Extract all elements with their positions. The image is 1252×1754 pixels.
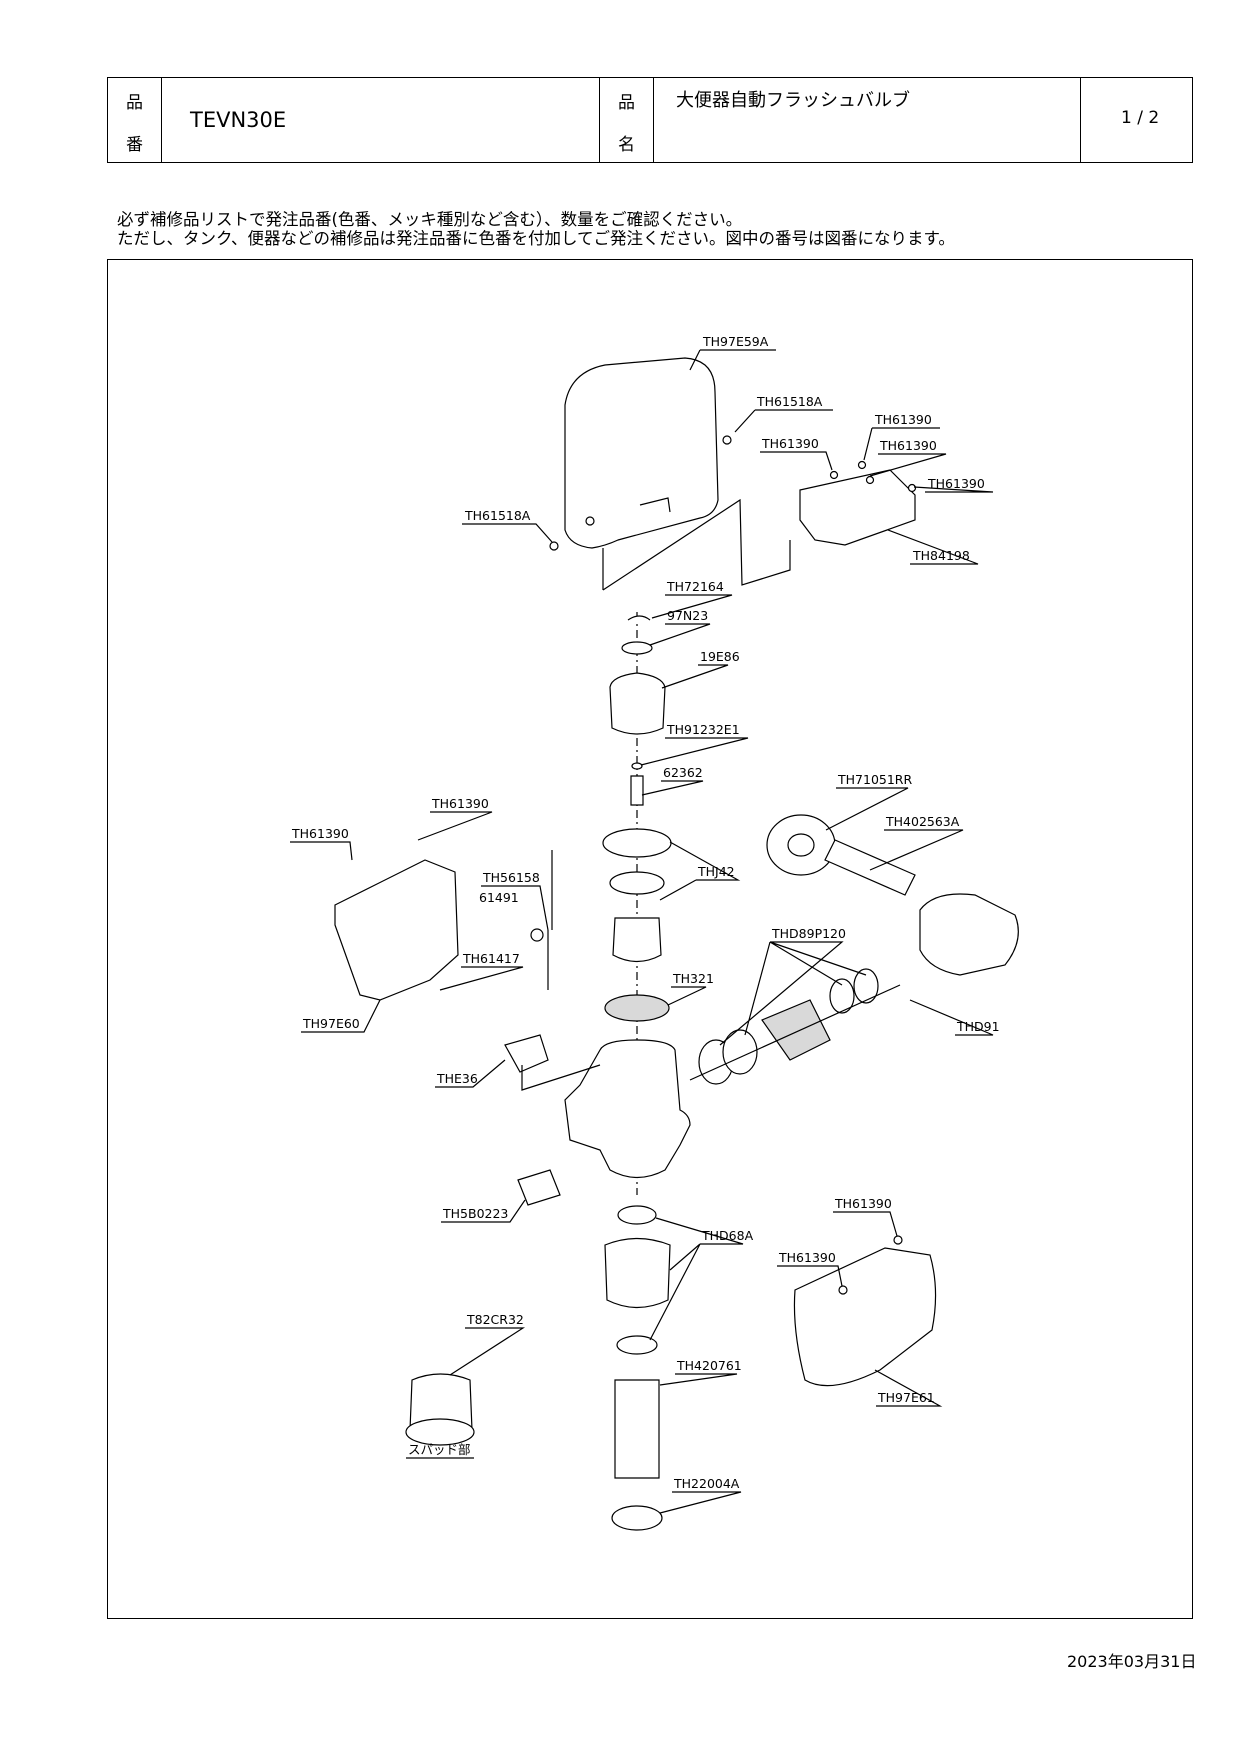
small-oring (631, 762, 643, 770)
hinmei-label-top: 品 (618, 93, 635, 113)
large-oring (602, 828, 672, 858)
union-connector (761, 999, 831, 1061)
stop-valve (919, 893, 1019, 976)
label-thd91: THD91 (956, 1019, 1000, 1034)
label-th402563a: TH402563A (885, 814, 960, 829)
label-61491: 61491 (479, 890, 519, 905)
label-th420761: TH420761 (676, 1358, 742, 1373)
side-cover-right (793, 1247, 937, 1387)
label-62362: 62362 (663, 765, 703, 780)
screw-icon (893, 1235, 903, 1245)
diaphragm-piston (609, 672, 666, 735)
product-name-cell: 大便器自動フラッシュバルブ (654, 78, 1081, 162)
label-thd89p120: THD89P120 (771, 926, 846, 941)
oring-right-3 (829, 978, 855, 1014)
label-th61390-c: TH61390 (879, 438, 937, 453)
note-line-2: ただし、タンク、便器などの補修品は発注品番に色番を付加してご発注ください。図中の… (117, 229, 955, 248)
hinban-label-cell: 品 番 (108, 78, 162, 162)
label-t82cr32: T82CR32 (466, 1312, 524, 1327)
label-th61518a-top: TH61518A (756, 394, 823, 409)
page-number: 1 / 2 (1121, 108, 1160, 128)
label-th97e61: TH97E61 (877, 1390, 935, 1405)
side-cover-left (334, 859, 459, 1001)
spud-flange (405, 1418, 475, 1446)
hinban-label-bottom: 番 (126, 135, 143, 155)
label-th61390-d: TH61390 (927, 476, 985, 491)
issue-date: 2023年03月31日 (1067, 1652, 1197, 1671)
label-th71051rr: TH71051RR (837, 772, 912, 787)
screw-icon (857, 460, 867, 470)
product-name: 大便器自動フラッシュバルブ (676, 90, 910, 111)
note-line-1: 必ず補修品リストで発注品番(色番、メッキ種別など含む）、数量をご確認ください。 (117, 210, 743, 229)
notes: 必ず補修品リストで発注品番(色番、メッキ種別など含む）、数量をご確認ください。 … (117, 210, 955, 248)
oring-lower (617, 1205, 657, 1225)
label-the36: THE36 (436, 1071, 478, 1086)
escutcheon-hole (787, 833, 815, 857)
page-cell: 1 / 2 (1081, 78, 1194, 162)
title-block: 品 番 TEVN30E 品 名 大便器自動フラッシュバルブ 1 / 2 (107, 77, 1193, 163)
label-th5b0223: TH5B0223 (442, 1206, 508, 1221)
hinban-label-top: 品 (126, 93, 143, 113)
label-th321: TH321 (672, 971, 714, 986)
label-th22004a: TH22004A (673, 1476, 740, 1491)
connector (530, 928, 544, 942)
part-number: TEVN30E (190, 108, 287, 132)
label-th61390-b: TH61390 (874, 412, 932, 427)
label-th61390-h: TH61390 (778, 1250, 836, 1265)
label-thj42: THJ42 (697, 864, 735, 879)
label-th61390-a: TH61390 (761, 436, 819, 451)
label-th84198: TH84198 (912, 548, 970, 563)
screw-icon (722, 435, 732, 445)
label-19e86: 19E86 (700, 649, 740, 664)
screw-icon (585, 516, 595, 526)
label-spud: スパッド部 (408, 1442, 471, 1457)
top-cover (564, 357, 719, 549)
label-th61390-e: TH61390 (431, 796, 489, 811)
hinmei-label-cell: 品 名 (600, 78, 654, 162)
screw-icon (907, 483, 917, 493)
washer (621, 641, 653, 655)
bracket-plate (799, 469, 916, 546)
screw-icon (865, 475, 875, 485)
label-th61390-g: TH61390 (834, 1196, 892, 1211)
part-number-cell: TEVN30E (162, 78, 600, 162)
label-thd68a: THD68A (701, 1228, 754, 1243)
screw-icon (838, 1285, 848, 1295)
oring (609, 871, 665, 895)
label-th72164: TH72164 (666, 579, 724, 594)
actuator-assembly (517, 1169, 561, 1206)
label-th91232e1: TH91232E1 (666, 722, 740, 737)
pipe-nut (611, 1505, 663, 1531)
oring-right-4 (853, 968, 879, 1004)
screw-icon (549, 541, 559, 551)
seal-ring (604, 994, 670, 1022)
solenoid (504, 1034, 549, 1073)
nipple-pipe (824, 839, 916, 896)
label-97n23: 97N23 (667, 608, 708, 623)
label-th97e59a: TH97E59A (702, 334, 769, 349)
oring-right-2 (722, 1029, 758, 1075)
label-th61518a-left: TH61518A (464, 508, 531, 523)
valve-body (564, 1039, 691, 1179)
flush-pipe (614, 1379, 660, 1479)
lower-connector (604, 1237, 671, 1309)
hinmei-label-bottom: 名 (618, 135, 635, 155)
clip (627, 615, 651, 621)
label-th56158: TH56158 (482, 870, 540, 885)
needle-valve (630, 775, 644, 806)
label-th61390-f: TH61390 (291, 826, 349, 841)
label-th97e60: TH97E60 (302, 1016, 360, 1031)
sensor-cable (547, 850, 553, 990)
diagram-frame (107, 259, 1193, 1619)
label-th61417: TH61417 (462, 951, 520, 966)
screw-icon (829, 470, 839, 480)
strainer (612, 917, 662, 963)
oring-lower-2 (616, 1335, 658, 1355)
